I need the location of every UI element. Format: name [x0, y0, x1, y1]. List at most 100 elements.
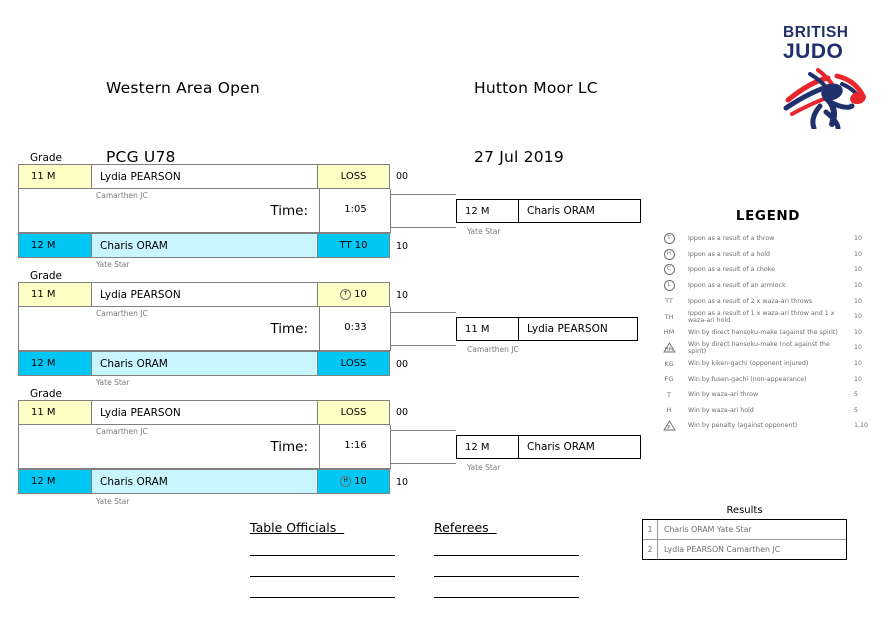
player-name: Lydia PEARSON — [92, 164, 318, 189]
legend-description: Win by kiken-gachi (opponent injured) — [688, 360, 809, 368]
time-divider — [319, 189, 320, 232]
player-grade: 11 M — [18, 400, 92, 425]
time-label: Time: — [270, 203, 308, 219]
player-club: Camarthen JC — [96, 191, 148, 200]
player-grade: 11 M — [18, 282, 92, 307]
legend-description: Win by waza-ari hold — [688, 406, 754, 414]
bracket-connector — [391, 312, 456, 313]
legend-description: Win by penalty (against opponent) — [688, 422, 798, 430]
logo-text-british: BRITISH — [783, 24, 849, 41]
result-rank: 1 — [643, 520, 658, 539]
player-result: T 10 — [318, 282, 390, 307]
signature-line[interactable] — [434, 576, 579, 577]
result-competitor: Lydia PEARSON Camarthen JC — [664, 545, 781, 554]
grade-label: Grade — [30, 388, 63, 400]
legend-circle-icon: L — [652, 280, 686, 292]
bracket-connector — [391, 345, 456, 346]
legend-code-label: FG — [664, 375, 674, 384]
venue-header: Hutton Moor LC 27 Jul 2019 — [474, 31, 598, 215]
player-name: Charis ORAM — [92, 233, 318, 258]
legend-points: 10 — [854, 235, 863, 243]
results-row: 2 Lydia PEARSON Camarthen JC — [643, 539, 846, 559]
british-judo-logo: BRITISH JUDO — [780, 24, 875, 129]
player-name: Lydia PEARSON — [92, 282, 318, 307]
event-name: Western Area Open — [106, 79, 260, 97]
signature-line[interactable] — [250, 597, 395, 598]
legend-description: Ippon as a result of 1 x waza-ari throw … — [688, 309, 835, 324]
legend-points: 1,10 — [854, 422, 869, 430]
result-competitor: Charis ORAM Yate Star — [664, 525, 752, 534]
player-result: TT 10 — [318, 233, 390, 258]
result-rank: 2 — [643, 540, 658, 559]
legend-points: 5 — [854, 406, 859, 414]
legend-points: 10 — [854, 313, 863, 321]
time-label: Time: — [270, 321, 308, 337]
match-score: 00 — [396, 407, 409, 418]
player-grade: 12 M — [18, 469, 92, 494]
winner-club: Yate Star — [467, 227, 501, 236]
signature-line[interactable] — [434, 555, 579, 556]
bracket-connector — [391, 463, 456, 464]
match-row-bottom[interactable]: 12 M Charis ORAM LOSS — [18, 351, 390, 376]
legend-points: 10 — [854, 266, 863, 274]
event-category: PCG U78 — [106, 148, 176, 166]
judoka-figure-icon — [783, 68, 866, 129]
signature-line[interactable] — [250, 555, 395, 556]
match-score: 10 — [396, 241, 409, 252]
bracket-connector — [391, 430, 456, 431]
legend-circle-icon: H — [652, 248, 686, 260]
player-result: H 10 — [318, 469, 390, 494]
winner-grade: 12 M — [457, 436, 519, 458]
winner-grade: 12 M — [457, 200, 519, 222]
legend-description: Win by fusen-gachi (non-appearance) — [688, 375, 807, 383]
legend-description: Ippon as a result of an armlock — [688, 282, 786, 290]
signature-line[interactable] — [250, 576, 395, 577]
ippon-throw-icon: T — [340, 289, 352, 300]
player-result: LOSS — [318, 400, 390, 425]
legend-points: 10 — [854, 360, 863, 368]
match-winner-box: 12 M Charis ORAM — [456, 199, 641, 223]
match-time-row: Time: 1:16 — [18, 425, 391, 469]
legend-points: 10 — [854, 344, 863, 352]
match-score: 10 — [396, 290, 409, 301]
player-club: Yate Star — [96, 497, 130, 506]
referees-label: Referees — [434, 520, 497, 535]
time-divider — [319, 425, 320, 468]
signature-line[interactable] — [434, 597, 579, 598]
match-score: 10 — [396, 477, 409, 488]
legend-points: 10 — [854, 297, 863, 305]
legend-code-label: T — [667, 390, 671, 399]
legend-code-label: TT — [665, 297, 673, 306]
player-name: Charis ORAM — [92, 469, 318, 494]
player-grade: 11 M — [18, 164, 92, 189]
player-club: Yate Star — [96, 378, 130, 387]
match-row-top[interactable]: 11 M Lydia PEARSON LOSS — [18, 400, 390, 425]
match-row-bottom[interactable]: 12 M Charis ORAM TT 10 — [18, 233, 390, 258]
results-title: Results — [726, 505, 763, 516]
legend-code-label: HM — [663, 328, 675, 337]
results-panel: Results 1 Charis ORAM Yate Star 2 Lydia PEA… — [642, 505, 847, 560]
time-value: 0:33 — [344, 322, 367, 333]
referees-section: Referees — [434, 520, 579, 598]
table-officials-label: Table Officials — [250, 520, 345, 535]
player-grade: 12 M — [18, 351, 92, 376]
legend-triangle-icon: HM — [652, 342, 686, 354]
player-club: Camarthen JC — [96, 427, 148, 436]
result-points: 10 — [354, 289, 367, 300]
legend-description: Win by direct hansoku-make (against the … — [688, 328, 838, 336]
grade-label: Grade — [30, 152, 63, 164]
match-row-bottom[interactable]: 12 M Charis ORAM H 10 — [18, 469, 390, 494]
match-row-top[interactable]: 11 M Lydia PEARSON T 10 — [18, 282, 390, 307]
match-row-top[interactable]: 11 M Lydia PEARSON LOSS — [18, 164, 390, 189]
